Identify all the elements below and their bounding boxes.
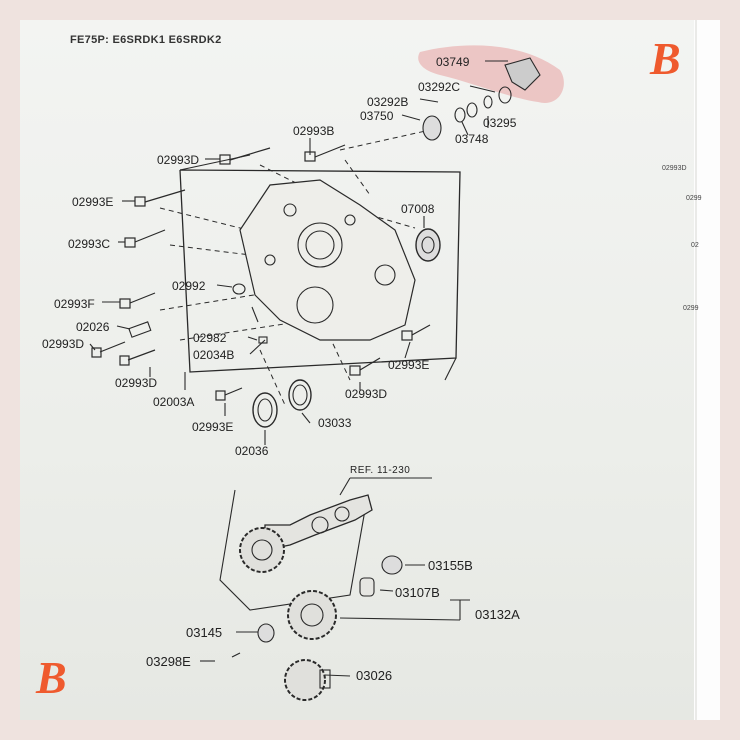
right-page-label-4: 0299 <box>683 305 699 312</box>
part-label-02993e-b: 02993E <box>388 358 430 372</box>
part-label-07008: 07008 <box>401 202 435 216</box>
part-label-03295: 03295 <box>483 116 517 130</box>
part-label-02993d-top: 02993D <box>157 153 200 167</box>
part-label-03033: 03033 <box>318 416 352 430</box>
part-label-03155b: 03155B <box>428 558 473 573</box>
part-label-03748: 03748 <box>455 132 489 146</box>
part-label-03292b: 03292B <box>367 95 409 109</box>
page-edge <box>694 20 720 720</box>
part-label-02993d-c: 02993D <box>345 387 388 401</box>
part-label-02993d-b: 02993D <box>115 376 158 390</box>
photo-frame: FE75P: E6SRDK1 E6SRDK2 <box>20 20 720 720</box>
part-label-03026: 03026 <box>356 668 393 683</box>
part-label-02003a: 02003A <box>153 395 195 409</box>
ref-label: REF. 11-230 <box>350 465 411 476</box>
part-label-02993c: 02993C <box>68 237 111 251</box>
part-label-03145: 03145 <box>186 625 223 640</box>
part-label-02993f: 02993F <box>54 297 95 311</box>
part-label-03132a: 03132A <box>475 607 520 622</box>
right-page-label-3: 02 <box>691 242 699 249</box>
part-label-03750: 03750 <box>360 109 394 123</box>
highlight-mark <box>418 45 564 103</box>
parts-catalog-page <box>20 20 720 720</box>
part-label-03292c: 03292C <box>418 80 461 94</box>
part-label-02993d-left: 02993D <box>42 337 85 351</box>
part-label-03749: 03749 <box>436 55 470 69</box>
brand-logo-bottom: B <box>36 652 67 703</box>
exploded-diagram <box>89 20 697 720</box>
brand-logo-top: B <box>650 33 681 84</box>
part-label-02993e-a: 02993E <box>72 195 114 209</box>
part-label-02993b: 02993B <box>293 124 335 138</box>
model-header: FE75P: E6SRDK1 E6SRDK2 <box>70 34 222 46</box>
right-page-label-1: 02993D <box>662 165 687 172</box>
part-label-02034b: 02034B <box>193 348 235 362</box>
right-page-label-2: 0299 <box>686 195 702 202</box>
part-label-02026: 02026 <box>76 320 110 334</box>
part-label-03298e: 03298E <box>146 654 191 669</box>
part-label-02993e-c: 02993E <box>192 420 234 434</box>
part-label-02036: 02036 <box>235 444 269 458</box>
part-label-02982: 02982 <box>193 331 227 345</box>
part-label-02992: 02992 <box>172 279 206 293</box>
part-label-03107b: 03107B <box>395 585 440 600</box>
